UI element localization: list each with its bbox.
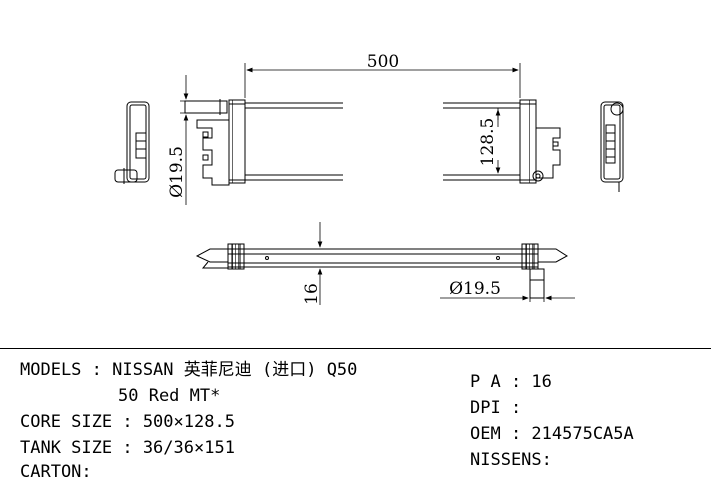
- dim-thickness-label: 16: [302, 283, 322, 305]
- spec-nissens: NISSENS:: [470, 450, 552, 470]
- spec-carton: CARTON:: [20, 462, 92, 482]
- spec-pa: P A : 16: [470, 372, 552, 392]
- spec-models: MODELS : NISSAN 英菲尼迪 (进口) Q50: [20, 360, 358, 380]
- right-side-view: [600, 101, 624, 192]
- radiator-technical-drawing: 500 Ø19.5 128.5: [114, 52, 624, 305]
- spec-dpi: DPI :: [470, 398, 522, 418]
- top-view: [195, 243, 568, 299]
- front-view: [184, 99, 561, 186]
- dim-width-label: 500: [367, 52, 399, 72]
- dim-core-height-label: 128.5: [478, 118, 498, 167]
- left-side-view: [114, 101, 150, 184]
- divider: [0, 348, 711, 349]
- dim-pipe-bottom-label: Ø19.5: [449, 279, 501, 299]
- dimension-width: [244, 63, 521, 98]
- spec-oem: OEM : 214575CA5A: [470, 424, 634, 444]
- spec-tank-size: TANK SIZE : 36/36×151: [20, 438, 235, 458]
- dimension-pipe-bottom: [440, 295, 575, 302]
- spec-core-size: CORE SIZE : 500×128.5: [20, 412, 235, 432]
- dimension-pipe-left: [180, 75, 200, 205]
- spec-models-continued: 50 Red MT*: [118, 386, 221, 406]
- dim-pipe-left-label: Ø19.5: [167, 146, 187, 198]
